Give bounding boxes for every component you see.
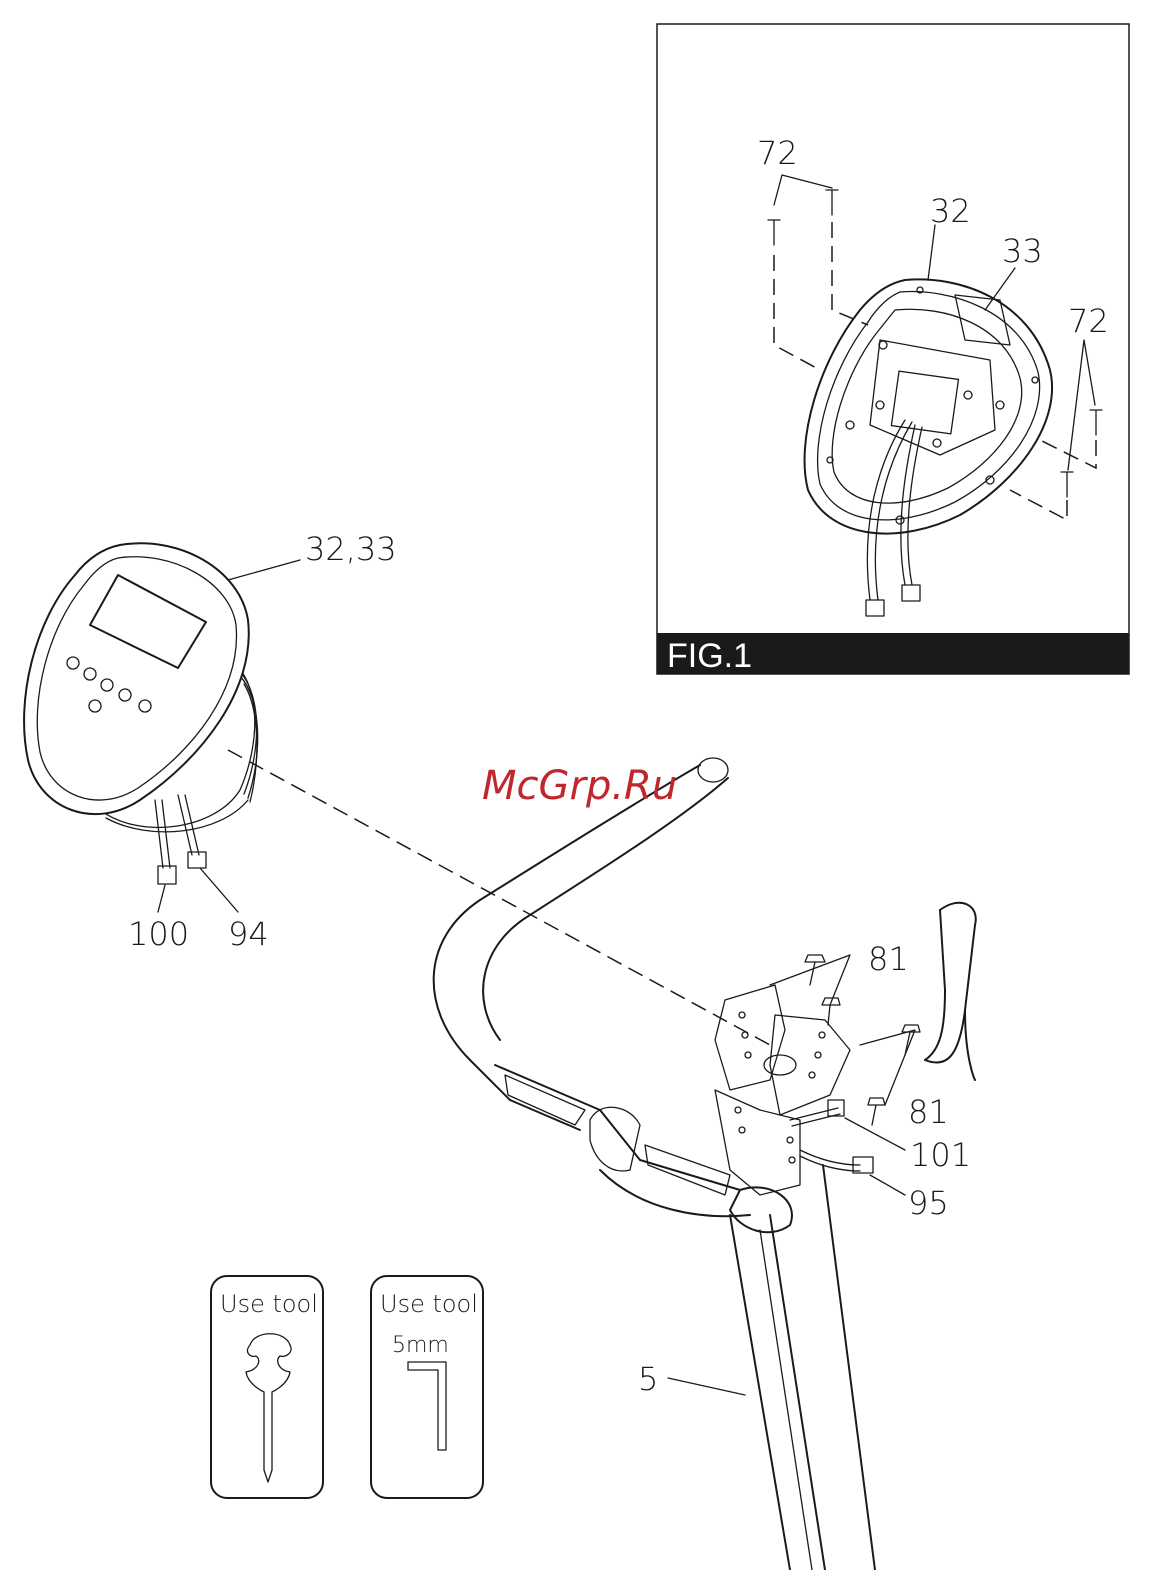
tool-box-wrench: Use tool bbox=[211, 1276, 323, 1498]
fig1-label-33: 33 bbox=[1002, 232, 1043, 270]
watermark: McGrp.Ru bbox=[482, 763, 677, 809]
hex-key-icon bbox=[408, 1362, 446, 1450]
connector-100 bbox=[158, 866, 176, 884]
label-connector-95: 95 bbox=[908, 1184, 949, 1222]
multi-wrench-icon bbox=[246, 1334, 291, 1482]
label-bolts-bottom: 81 bbox=[908, 1093, 949, 1131]
fig1-label-72-right: 72 bbox=[1068, 302, 1109, 340]
tool-box-2-size: 5mm bbox=[392, 1333, 449, 1358]
handlebar-assembly: 81 81 101 95 5 bbox=[434, 758, 976, 1570]
bolts-81 bbox=[805, 955, 920, 1125]
label-console: 32,33 bbox=[305, 530, 397, 568]
connector-94 bbox=[188, 852, 206, 868]
tool-box-hex-key: Use tool 5mm bbox=[371, 1276, 483, 1498]
fig1-label-72-left: 72 bbox=[757, 134, 798, 172]
label-connector-94: 94 bbox=[228, 915, 269, 953]
fig1-caption: FIG.1 bbox=[667, 637, 752, 675]
label-bolts-top: 81 bbox=[868, 940, 909, 978]
fig1-label-32: 32 bbox=[930, 192, 971, 230]
label-connector-100: 100 bbox=[128, 915, 189, 953]
label-upright: 5 bbox=[638, 1360, 658, 1398]
tool-box-1-title: Use tool bbox=[220, 1290, 318, 1318]
tool-box-2-title: Use tool bbox=[380, 1290, 478, 1318]
fig1-inset: FIG.1 bbox=[657, 24, 1129, 675]
console: 32,33 100 94 bbox=[24, 530, 397, 953]
label-connector-101: 101 bbox=[910, 1136, 971, 1174]
